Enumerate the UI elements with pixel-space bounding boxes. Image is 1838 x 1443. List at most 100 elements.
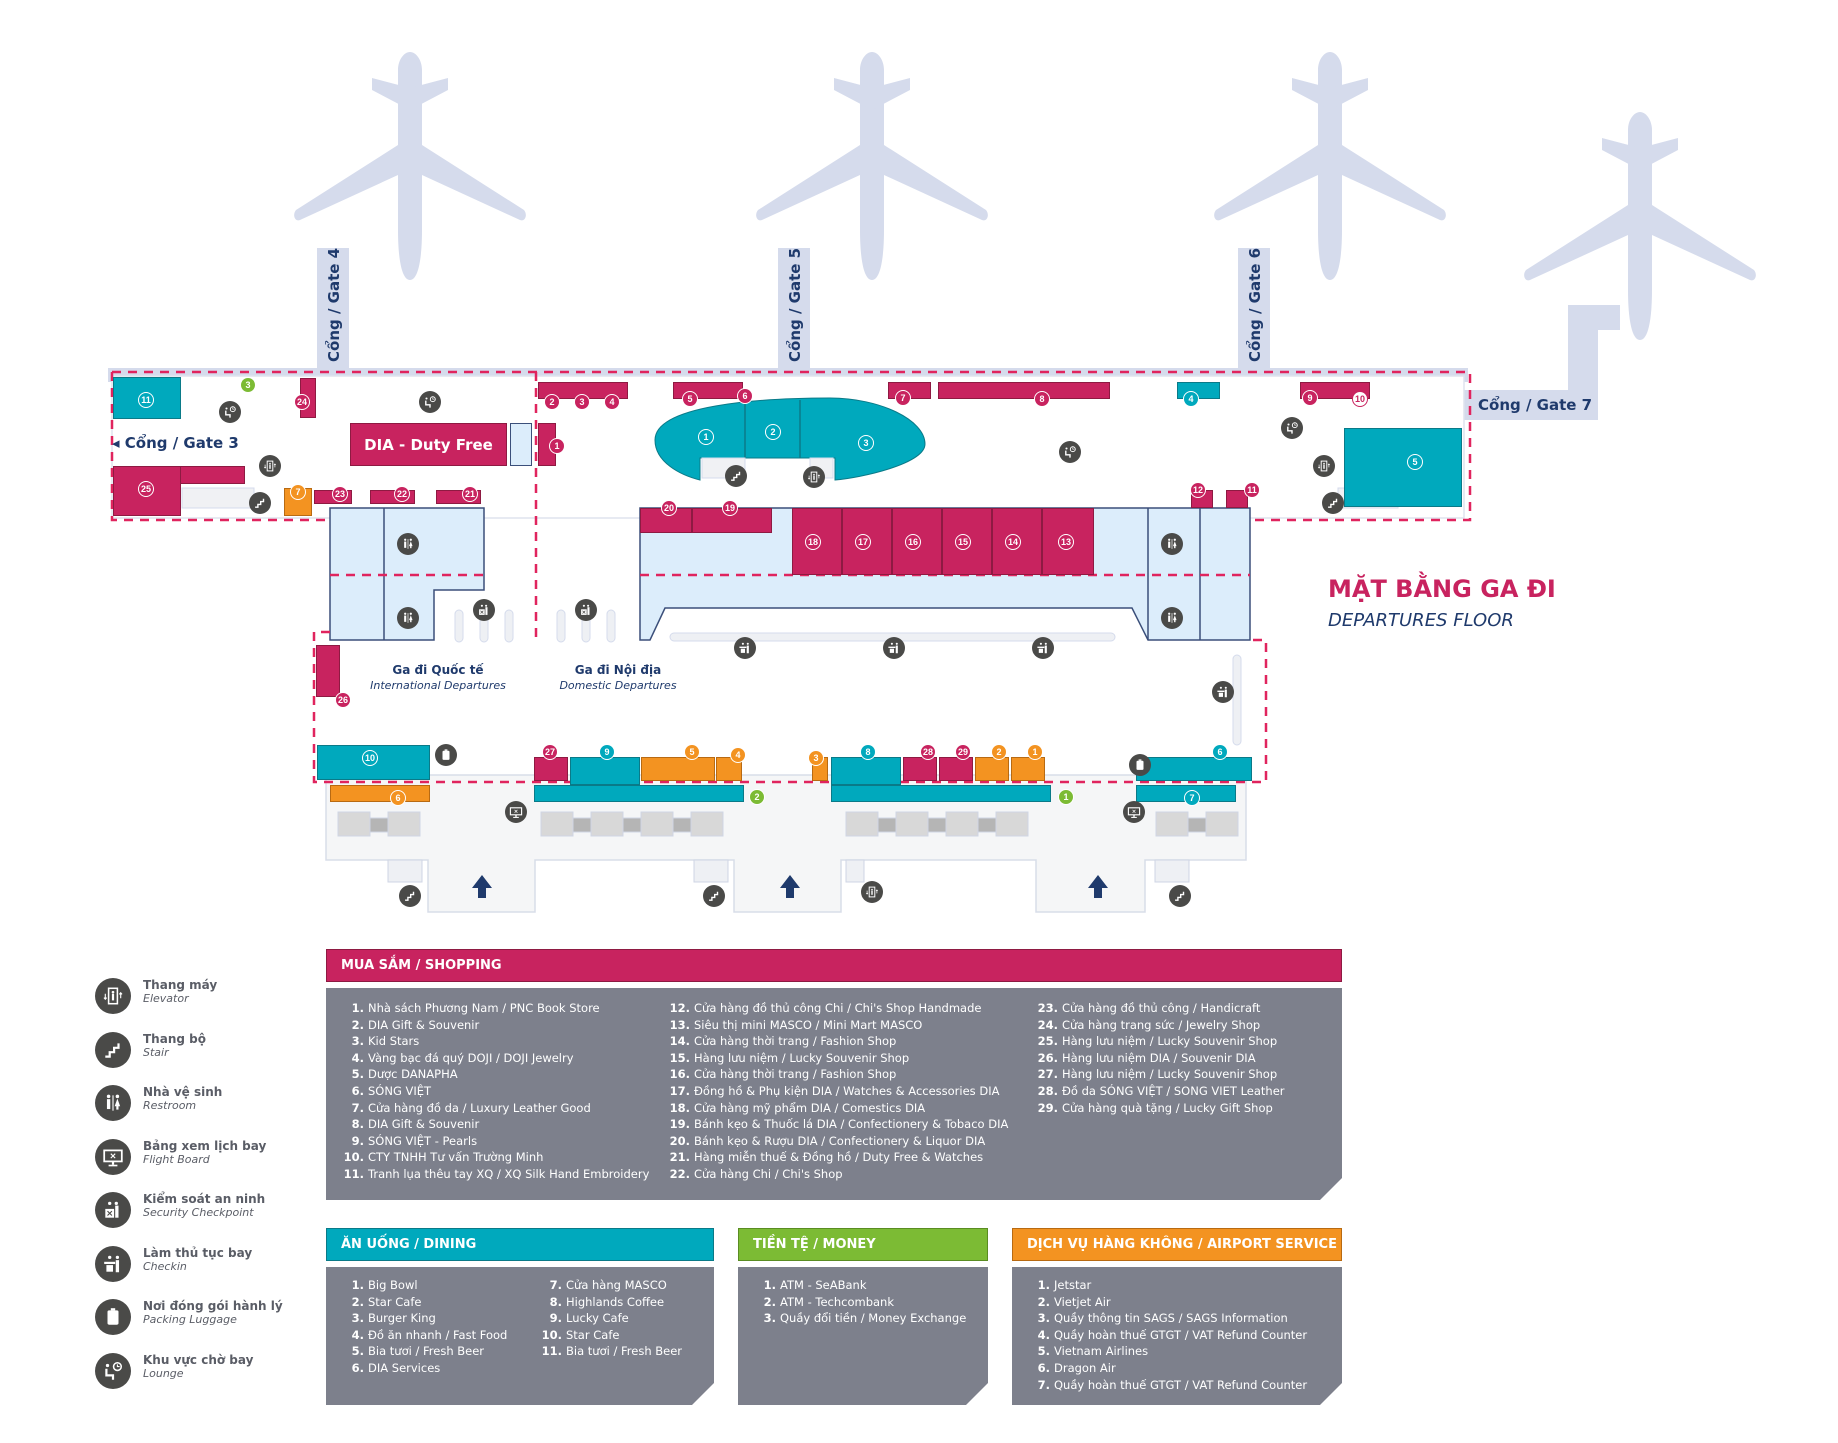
dining-marker-5[interactable]: 5 [684, 744, 700, 760]
list-item-label: Quầy hoàn thuế GTGT / VAT Refund Counter [1054, 1377, 1308, 1392]
dining-marker-9[interactable]: 9 [599, 744, 615, 760]
shopping-marker-4[interactable]: 4 [604, 394, 620, 410]
shopping-marker-12[interactable]: 12 [1190, 482, 1206, 498]
shopping-marker-13[interactable]: 13 [1058, 534, 1074, 550]
restroom-icon [397, 607, 419, 629]
list-item-number: 6. [351, 1083, 364, 1098]
shopping-marker-19[interactable]: 19 [722, 500, 738, 516]
list-item-number: 26. [1037, 1050, 1058, 1065]
list-item-number: 11. [541, 1344, 562, 1359]
shopping-marker-29[interactable]: 29 [955, 744, 971, 760]
packing-luggage-icon [1129, 754, 1151, 776]
service-marker-1[interactable]: 1 [1027, 744, 1043, 760]
list-item-number: 3. [351, 1311, 364, 1326]
money-marker-1[interactable]: 1 [1058, 789, 1074, 805]
list-item-label: DIA Services [368, 1360, 441, 1375]
list-item-label: Bia tươi / Fresh Beer [566, 1344, 683, 1359]
list-item-label: Lucky Cafe [566, 1311, 629, 1326]
service-block-1 [1011, 757, 1045, 781]
shopping-marker-15[interactable]: 15 [955, 534, 971, 550]
dining-header: ĂN UỐNG / DINING [326, 1228, 714, 1261]
list-item-label: Cửa hàng MASCO [566, 1278, 667, 1292]
service-marker-7[interactable]: 7 [290, 484, 306, 500]
dining-marker-6[interactable]: 6 [390, 790, 406, 806]
checkin-icon [1032, 637, 1054, 659]
lounge-icon [219, 401, 241, 423]
dining-marker-10[interactable]: 10 [362, 750, 378, 766]
shopping-marker-18[interactable]: 18 [805, 534, 821, 550]
shopping-list-item: 27.Hàng lưu niệm / Lucky Souvenir Shop [1034, 1066, 1285, 1083]
dining-marker-4[interactable]: 4 [730, 747, 746, 763]
dining-marker-8[interactable]: 8 [860, 744, 876, 760]
list-item-label: ATM - SeABank [780, 1278, 867, 1292]
list-item-label: Star Cafe [368, 1294, 422, 1309]
dining-list-item: 11. Bia tươi / Fresh Beer [538, 1343, 682, 1360]
shopping-marker-16[interactable]: 16 [905, 534, 921, 550]
dining-list-item: 5.Bia tươi / Fresh Beer [340, 1343, 507, 1360]
shopping-marker-7[interactable]: 7 [895, 390, 911, 406]
dining-marker-1[interactable]: 1 [698, 429, 714, 445]
shopping-marker-26[interactable]: 26 [335, 692, 351, 708]
shopping-marker-17[interactable]: 17 [855, 534, 871, 550]
dining-marker-2[interactable]: 2 [765, 424, 781, 440]
shopping-marker-11[interactable]: 11 [1244, 482, 1260, 498]
map-title: MẶT BẰNG GA ĐI [1328, 575, 1556, 603]
flight-board-icon [95, 1138, 131, 1175]
shopping-marker-2[interactable]: 2 [544, 394, 560, 410]
shopping-marker-10[interactable]: 10 [1352, 391, 1368, 407]
money-marker-3[interactable]: 3 [240, 377, 256, 393]
dining-list-item: 10.Star Cafe [538, 1327, 682, 1344]
shopping-marker-5[interactable]: 5 [682, 391, 698, 407]
dining-marker-3[interactable]: 3 [808, 750, 824, 766]
gate-5-label: Cổng / Gate 5 [786, 247, 804, 362]
shopping-marker-3[interactable]: 3 [574, 394, 590, 410]
shopping-marker-28[interactable]: 28 [920, 744, 936, 760]
checkin-icon [1212, 681, 1234, 703]
list-item-number: 11. [343, 1166, 364, 1181]
list-item-number: 17. [669, 1083, 690, 1098]
service-marker-2[interactable]: 2 [991, 744, 1007, 760]
shopping-marker-23[interactable]: 23 [332, 486, 348, 502]
list-item-label: DIA Gift & Souvenir [368, 1117, 480, 1132]
service-marker-6[interactable]: 6 [1212, 744, 1228, 760]
list-item-number: 2. [351, 1294, 364, 1309]
dining-marker-4[interactable]: 4 [1183, 391, 1199, 407]
dining-marker-3[interactable]: 3 [858, 435, 874, 451]
plane-gate-6 [1214, 52, 1446, 280]
shopping-marker-8[interactable]: 8 [1034, 391, 1050, 407]
gate-4-label: Cổng / Gate 4 [325, 247, 343, 362]
list-item-label: Hàng miễn thuế & Đồng hồ / Duty Free & W… [694, 1150, 984, 1165]
list-item-number: 15. [669, 1050, 690, 1065]
money-marker-2[interactable]: 2 [749, 789, 765, 805]
shopping-marker-24[interactable]: 24 [294, 394, 310, 410]
dining-list-item: 6.DIA Services [340, 1360, 507, 1377]
shopping-marker-6[interactable]: 6 [737, 388, 753, 404]
elevator-icon [861, 881, 883, 903]
shopping-marker-27[interactable]: 27 [542, 744, 558, 760]
shopping-list-item: 21.Hàng miễn thuế & Đồng hồ / Duty Free … [666, 1149, 1008, 1166]
list-item-number: 27. [1037, 1067, 1058, 1082]
dining-marker-11[interactable]: 11 [138, 392, 154, 408]
shopping-block-8 [938, 382, 1110, 399]
shopping-marker-9[interactable]: 9 [1302, 390, 1318, 406]
packing-luggage-icon [435, 744, 457, 766]
money-header: TIỀN TỆ / MONEY [738, 1228, 988, 1261]
shopping-marker-25[interactable]: 25 [138, 481, 154, 497]
list-item-number: 14. [669, 1034, 690, 1049]
shopping-marker-1[interactable]: 1 [549, 438, 565, 454]
list-item-number: 4. [351, 1327, 364, 1342]
list-item-number: 29. [1037, 1100, 1058, 1115]
service-marker-7[interactable]: 7 [1184, 790, 1200, 806]
dining-marker-5[interactable]: 5 [1407, 454, 1423, 470]
shopping-marker-21[interactable]: 21 [462, 486, 478, 502]
shopping-marker-22[interactable]: 22 [394, 486, 410, 502]
list-item-number: 3. [351, 1034, 364, 1049]
lounge-icon [1059, 441, 1081, 463]
shopping-marker-20[interactable]: 20 [661, 500, 677, 516]
shopping-marker-14[interactable]: 14 [1005, 534, 1021, 550]
legend-label-vn: Làm thủ tục bay [143, 1245, 253, 1260]
shopping-list-item: 23.Cửa hàng đồ thủ công / Handicraft [1034, 1000, 1285, 1017]
shopping-list-col-2: 12.Cửa hàng đồ thủ công Chi / Chi's Shop… [666, 1000, 1008, 1183]
